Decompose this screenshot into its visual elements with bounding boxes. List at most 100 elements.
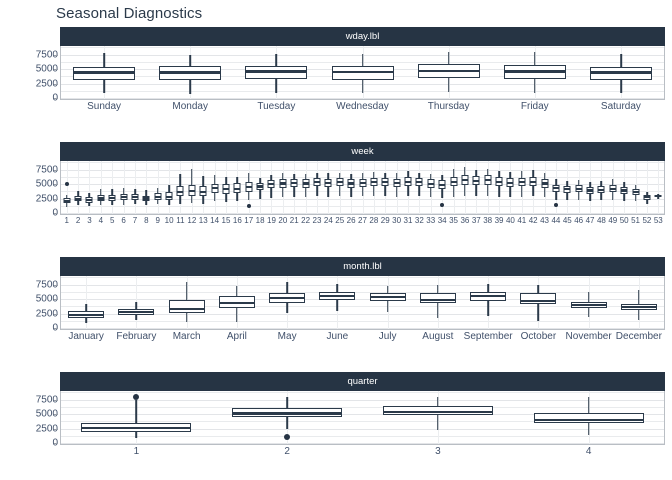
gridline-y — [61, 47, 664, 49]
gridline-x — [419, 161, 421, 214]
y-axis-tick-label: 7500 — [35, 49, 58, 61]
boxplot-whisker — [259, 178, 261, 200]
boxplot-median — [370, 180, 378, 183]
boxplot-whisker — [202, 176, 204, 204]
gridline-x — [337, 276, 339, 329]
boxplot-box — [529, 177, 537, 186]
boxplot-median — [267, 183, 275, 186]
boxplot-box — [609, 184, 617, 193]
boxplot-box — [336, 178, 344, 187]
boxplot-box — [575, 185, 583, 193]
boxplot-box — [267, 180, 275, 189]
boxplot-median — [347, 182, 355, 185]
gridline-x — [534, 46, 536, 99]
boxplot-box — [484, 175, 492, 185]
boxplot-median — [404, 180, 412, 183]
boxplot-box — [118, 308, 155, 316]
boxplot-median — [518, 181, 526, 184]
x-axis-tick-label: 31 — [403, 216, 413, 225]
boxplot-box — [302, 179, 310, 188]
y-axis-tick-mark — [54, 213, 58, 214]
boxplot-box — [419, 293, 456, 304]
gridline-y — [61, 176, 664, 178]
boxplot-whisker — [327, 173, 330, 197]
gridline-x — [180, 161, 182, 214]
boxplot-box — [108, 194, 116, 201]
x-axis-tick-label: 20 — [278, 216, 288, 225]
boxplot-median — [552, 187, 560, 190]
boxplot-whisker — [587, 397, 590, 436]
x-axis-tick-label: 22 — [301, 216, 311, 225]
page-title: Seasonal Diagnostics — [56, 5, 203, 22]
x-axis-tick-label: Thursday — [427, 101, 470, 112]
gridline-x — [521, 161, 523, 214]
gridline-x — [544, 161, 546, 214]
x-axis-tick-label: 8 — [144, 216, 149, 225]
boxplot-box — [382, 406, 493, 416]
gridline-x — [186, 276, 188, 329]
boxplot-box — [570, 302, 607, 308]
gridline-x — [89, 161, 91, 214]
plot-area — [60, 46, 665, 100]
x-axis-tick-label: 2 — [75, 216, 81, 225]
boxplot-whisker — [65, 194, 68, 207]
x-axis-tick-label: 16 — [232, 216, 242, 225]
boxplot-median — [85, 199, 93, 202]
y-axis-tick-mark — [54, 54, 58, 56]
gridline-x — [112, 161, 114, 214]
boxplot-box — [393, 178, 401, 187]
gridline-x — [282, 161, 284, 214]
x-axis-tick-label: Tuesday — [257, 101, 296, 112]
boxplot-box — [503, 65, 566, 79]
boxplot-box — [269, 292, 306, 303]
x-axis-tick-label: December — [615, 331, 662, 342]
boxplot-box — [654, 195, 662, 198]
boxplot-box — [370, 177, 378, 186]
gridline-y — [61, 90, 664, 92]
y-axis-tick-label: 5000 — [35, 63, 58, 75]
boxplot-box — [417, 64, 480, 79]
boxplot-whisker — [293, 173, 296, 197]
gridline-x — [351, 161, 353, 214]
boxplot-median — [331, 70, 394, 74]
boxplot-whisker — [247, 173, 250, 201]
boxplot-box — [427, 179, 435, 189]
x-axis-tick-label: 45 — [562, 216, 572, 225]
gridline-x — [499, 161, 501, 214]
boxplot-whisker — [373, 171, 375, 196]
boxplot-box — [63, 197, 71, 204]
boxplot-box — [131, 193, 139, 201]
gridline-x — [237, 161, 239, 214]
boxplot-whisker — [577, 180, 580, 200]
y-axis-tick-mark — [54, 69, 58, 71]
boxplot-whisker — [532, 170, 534, 197]
boxplot-whisker — [286, 396, 288, 430]
y-axis-tick-label: 0 — [52, 322, 58, 334]
boxplot-median — [393, 181, 401, 185]
y-axis-tick-label: 0 — [52, 207, 58, 219]
boxplot-box — [233, 182, 241, 193]
gridline-x — [612, 161, 614, 214]
y-axis-tick-label: 7500 — [35, 279, 58, 291]
y-axis-tick-label: 7500 — [35, 394, 58, 406]
boxplot-whisker — [338, 172, 341, 197]
boxplot-median — [495, 180, 503, 183]
boxplot-box — [290, 178, 298, 187]
boxplot-median — [120, 196, 128, 199]
gridline-x — [387, 276, 389, 329]
boxplot-median — [245, 70, 308, 73]
boxplot-median — [643, 196, 651, 199]
boxplot-whisker — [111, 188, 113, 205]
gridline-y — [61, 76, 664, 78]
boxplot-box — [620, 187, 628, 194]
boxplot-median — [533, 418, 644, 421]
gridline-y — [61, 414, 664, 416]
gridline-y — [61, 83, 664, 85]
boxplot-median — [575, 187, 583, 190]
gridline-x — [658, 161, 660, 214]
y-axis-tick-mark — [54, 184, 58, 186]
boxplot-whisker — [336, 284, 339, 312]
boxplot-box — [154, 193, 162, 200]
